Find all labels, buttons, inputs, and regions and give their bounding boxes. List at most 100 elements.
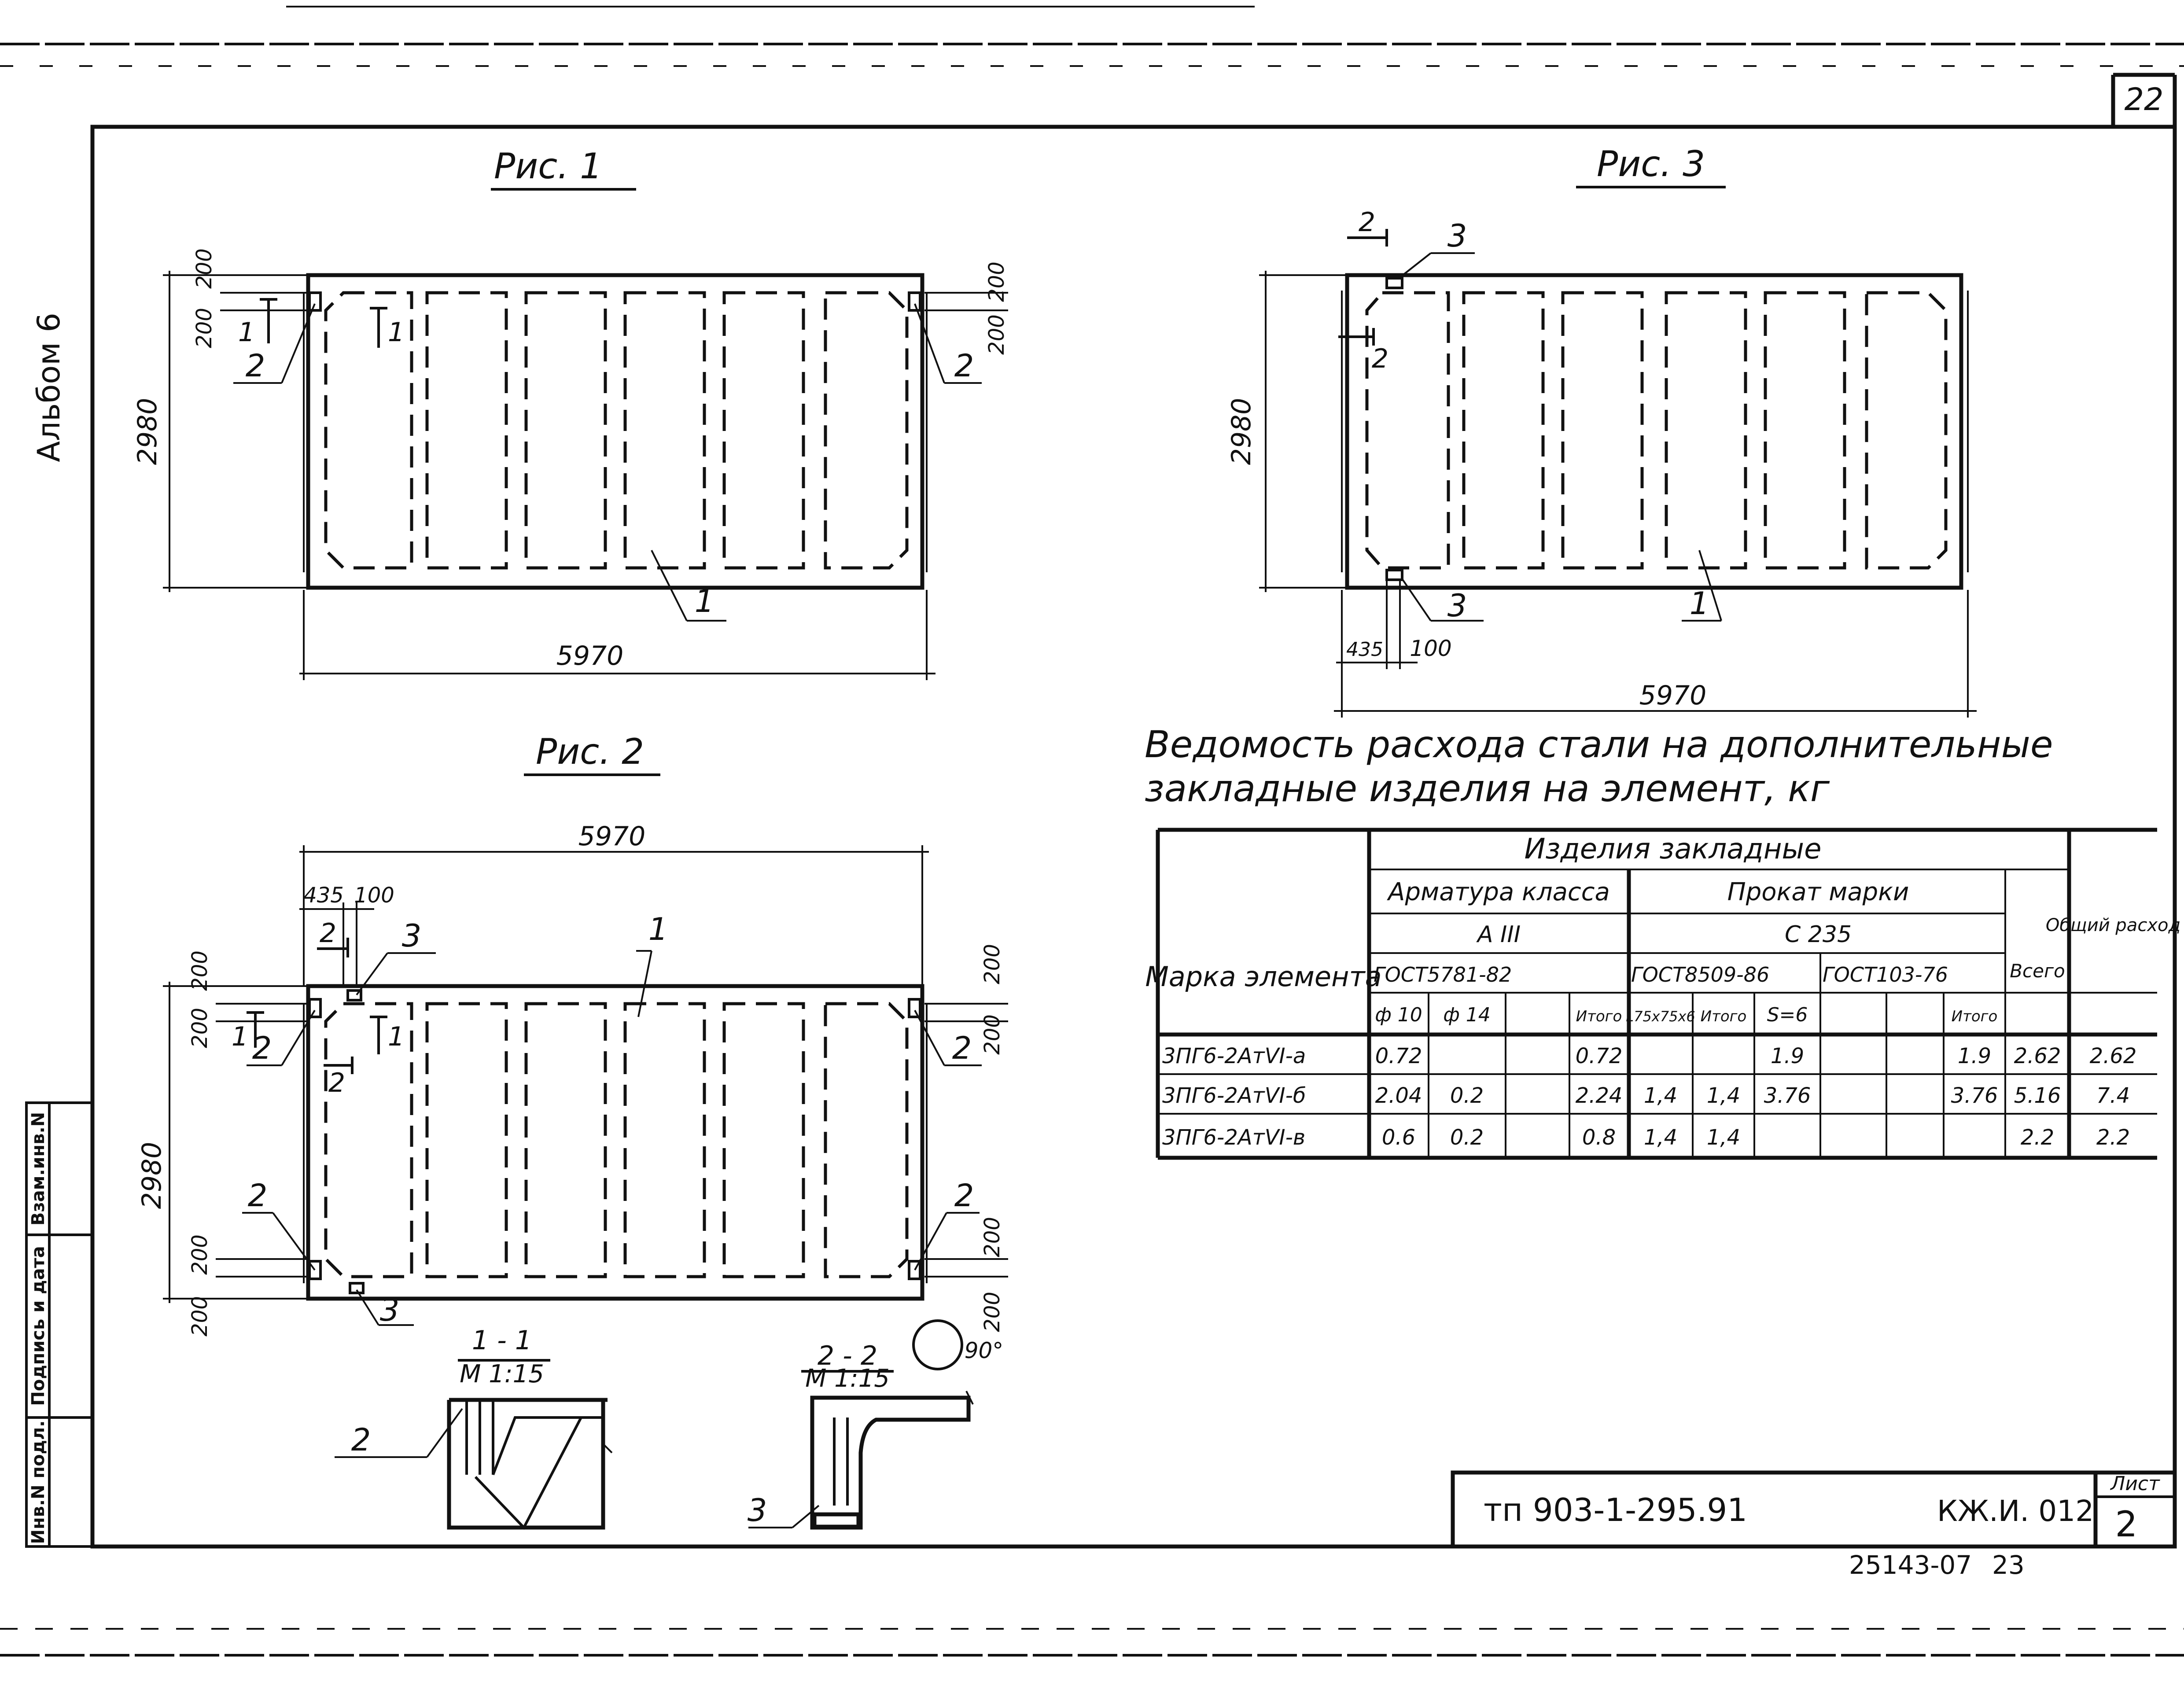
fig1-dim-200-c: 200 (984, 261, 1009, 302)
title-block: тп 903-1-295.91 КЖ.И. 012 Лист 2 25143-0… (1451, 1470, 2177, 1580)
fig3-label-1: 1 (1690, 585, 1709, 622)
row-plate-total: 3.76 (1951, 1083, 1998, 1108)
table-gost-plate: ГОСТ103-76 (1823, 963, 1948, 987)
fig2-dim-200-h: 200 (980, 1292, 1005, 1332)
table-col-overall: Общий расход (2046, 915, 2180, 935)
fig2-dim-200-b: 200 (188, 1008, 212, 1048)
row-overall: 7.4 (2096, 1083, 2130, 1108)
table-row: 3ПГ6-2АтVI-б 2.04 0.2 2.24 1,4 1,4 3.76 … (1162, 1083, 2130, 1108)
figure-3: Рис. 3 2 2 3 3 1 2980 (1226, 144, 1977, 718)
row-d14: 0.2 (1450, 1125, 1484, 1150)
section-1-1-title: 1 - 1 (472, 1325, 532, 1356)
table-row: 3ПГ6-2АтVI-в 0.6 0.2 0.8 1,4 1,4 2.2 2.2 (1162, 1125, 2130, 1150)
table-gost-angle: ГОСТ8509-86 (1631, 963, 1769, 987)
figure-2: Рис. 2 5970 435 100 2 3 1 (136, 731, 1008, 1337)
row-angle: 1,4 (1644, 1083, 1677, 1108)
fig3-dim-length: 5970 (1639, 680, 1707, 711)
fig2-panel (306, 984, 924, 1301)
left-stamp: Инв.N подл. Подпись и дата Взам.инв.N (25, 1101, 94, 1548)
fig3-panel (1345, 273, 1963, 590)
row-plate-total: 1.9 (1958, 1044, 1991, 1068)
row-mark: 3ПГ6-2АтVI-б (1162, 1083, 1306, 1108)
section-1-1-scale: М 1:15 (460, 1360, 544, 1388)
fig1-panel (306, 273, 924, 590)
figure-1: Рис. 1 5970 2980 200 200 200 200 1 (132, 146, 1009, 680)
fig1-section-mark-right: 1 (388, 317, 405, 348)
fig2-dim-200-c: 200 (188, 1234, 212, 1275)
fig2-section-mark-2-left: 2 (328, 1068, 345, 1098)
row-mark: 3ПГ6-2АтVI-а (1162, 1044, 1306, 1068)
fig2-section-mark-1-left: 1 (232, 1021, 248, 1052)
table-col-angle: L75x75x6 (1626, 1008, 1695, 1025)
doc-code: тп 903-1-295.91 (1484, 1491, 1747, 1528)
fig1-dim-height: 2980 (132, 398, 163, 465)
drawing-frame (90, 125, 2177, 1549)
table-title-line1: Ведомость расхода стали на дополнительны… (1145, 723, 2053, 766)
steel-table: Изделия закладные Арматура класса А III … (1145, 828, 2180, 1160)
fig2-section-mark-top: 2 (320, 918, 336, 949)
table-col-plate-total: Итого (1952, 1008, 1998, 1025)
section-2-2-title: 2 - 2 (818, 1340, 877, 1371)
fig2-title: Рис. 2 (536, 731, 644, 772)
table-col-angle-total: Итого (1701, 1008, 1747, 1025)
fig3-label-3-top: 3 (1447, 218, 1467, 254)
row-d10: 0.6 (1382, 1125, 1415, 1150)
fig2-dim-200-a: 200 (188, 950, 212, 991)
table-col-all: Всего (2010, 960, 2065, 982)
sheet-label: Лист (2110, 1473, 2160, 1495)
section-2-2-rotation: 90° (965, 1338, 1004, 1363)
row-angle-total: 1,4 (1707, 1125, 1740, 1150)
fig2-dim-200-e: 200 (980, 944, 1005, 984)
fig2-dim-100: 100 (354, 883, 394, 908)
fig2-label-3-bottom: 3 (380, 1292, 400, 1328)
fig2-dim-200-f: 200 (980, 1014, 1005, 1055)
fig1-dim-200-b: 200 (192, 308, 217, 348)
table-header-rolled: Прокат марки (1727, 878, 1909, 906)
stamp-field-vzam: Взам.инв.N (28, 1112, 48, 1226)
row-rebar-total: 0.8 (1582, 1125, 1616, 1150)
row-rebar-total: 2.24 (1576, 1083, 1623, 1108)
fig2-dim-200-d: 200 (188, 1296, 212, 1337)
fig3-section-mark-left: 2 (1372, 343, 1388, 374)
row-mark: 3ПГ6-2АтVI-в (1162, 1125, 1305, 1150)
fig1-dim-200-a: 200 (192, 248, 217, 289)
page-number: 22 (2124, 81, 2163, 118)
table-title-line2: закладные изделия на элемент, кг (1145, 767, 1830, 810)
fig3-dim-435: 435 (1346, 638, 1383, 661)
section-1-1: 1 - 1 М 1:15 2 (335, 1325, 613, 1530)
table-col-d14: ф 14 (1443, 1004, 1491, 1026)
row-rebar-total: 0.72 (1576, 1044, 1623, 1068)
fig3-section-mark-top: 2 (1359, 207, 1375, 238)
row-angle: 1,4 (1644, 1125, 1677, 1150)
fig3-title: Рис. 3 (1597, 144, 1705, 184)
table-header-items: Изделия закладные (1525, 833, 1822, 865)
order-number: 25143-07 (1849, 1550, 1972, 1580)
fig2-dim-200-g: 200 (980, 1217, 1005, 1257)
stamp-field-signature: Подпись и дата (28, 1246, 48, 1406)
fig1-section-mark-left: 1 (238, 317, 255, 348)
row-d14: 0.2 (1450, 1083, 1484, 1108)
fig1-title: Рис. 1 (494, 146, 602, 187)
section-1-1-label: 2 (351, 1422, 371, 1458)
table-gost-rebar: ГОСТ5781-82 (1374, 963, 1512, 987)
fig2-label-1: 1 (648, 911, 668, 947)
row-d10: 0.72 (1375, 1044, 1422, 1068)
table-col-plate: S=6 (1767, 1004, 1808, 1026)
fig1-label-1: 1 (695, 583, 714, 619)
fig1-dim-200-d: 200 (984, 314, 1009, 355)
row-plate: 1.9 (1771, 1044, 1804, 1068)
sheet-number: 2 (2115, 1504, 2138, 1545)
fig2-section-mark-1-right: 1 (388, 1021, 405, 1052)
row-all: 2.62 (2014, 1044, 2061, 1068)
row-all: 5.16 (2014, 1083, 2061, 1108)
album-label: Альбом 6 (31, 313, 67, 462)
row-overall: 2.62 (2090, 1044, 2137, 1068)
row-all: 2.2 (2021, 1125, 2054, 1150)
fig2-dim-length: 5970 (578, 821, 646, 852)
doc-mark: КЖ.И. 012 (1937, 1494, 2094, 1528)
section-2-2-scale: М 1:15 (805, 1364, 890, 1393)
fig3-dim-100: 100 (1410, 636, 1451, 661)
section-2-2-label: 3 (748, 1492, 767, 1528)
fig1-label-2-left: 2 (246, 348, 265, 384)
